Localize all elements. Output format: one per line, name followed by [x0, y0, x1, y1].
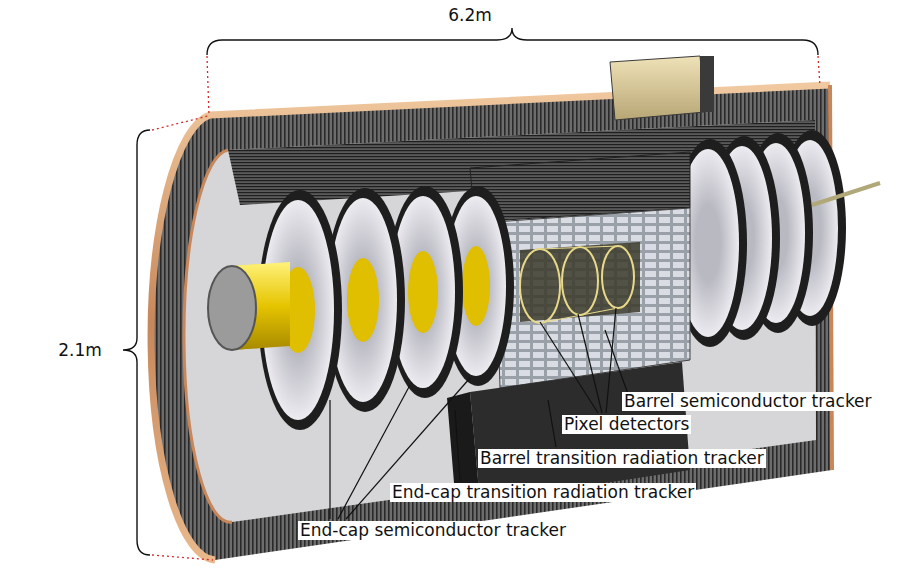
dimension-label: 6.2m [446, 6, 494, 25]
dimension-brace [123, 130, 150, 555]
part-label: Barrel semiconductor tracker [622, 392, 874, 411]
dimension-label: 2.1m [56, 341, 104, 360]
disk-hole [408, 251, 438, 333]
guide-line [152, 555, 213, 560]
disk-hole [462, 246, 490, 326]
leader-line [455, 410, 460, 481]
leader-line [329, 400, 330, 519]
support-block [610, 56, 705, 120]
pixel-rail [540, 246, 618, 249]
leader-line [548, 400, 556, 447]
part-label: Pixel detectors [562, 415, 691, 434]
disk-hole [347, 258, 379, 342]
part-label: End-cap semiconductor tracker [298, 521, 568, 540]
part-label: Barrel transition radiation tracker [478, 449, 766, 468]
right-endcap-disks [673, 130, 846, 347]
support-block-end [700, 56, 714, 112]
dimension-guides [152, 56, 820, 560]
beam-pipe-end [208, 266, 256, 350]
leader-line [578, 314, 602, 413]
inner-cavity [184, 120, 816, 522]
guide-line [152, 116, 208, 130]
dimension-brace [207, 28, 818, 55]
guide-line [207, 56, 209, 116]
outer-shell [151, 85, 832, 560]
pixel-layer [602, 246, 634, 308]
pixel-body [520, 242, 640, 322]
guide-line [818, 56, 820, 86]
leader-line [540, 322, 598, 413]
leader-line [606, 308, 616, 413]
copper-band [151, 85, 830, 560]
pixel-rail [540, 308, 618, 323]
pixel-layer [520, 249, 560, 323]
beam-rod [812, 183, 880, 205]
barrel-sct [495, 208, 690, 388]
left-endcap-disks [258, 186, 514, 430]
part-label: End-cap transition radiation tracker [390, 483, 696, 502]
pixel-layer [562, 247, 598, 315]
